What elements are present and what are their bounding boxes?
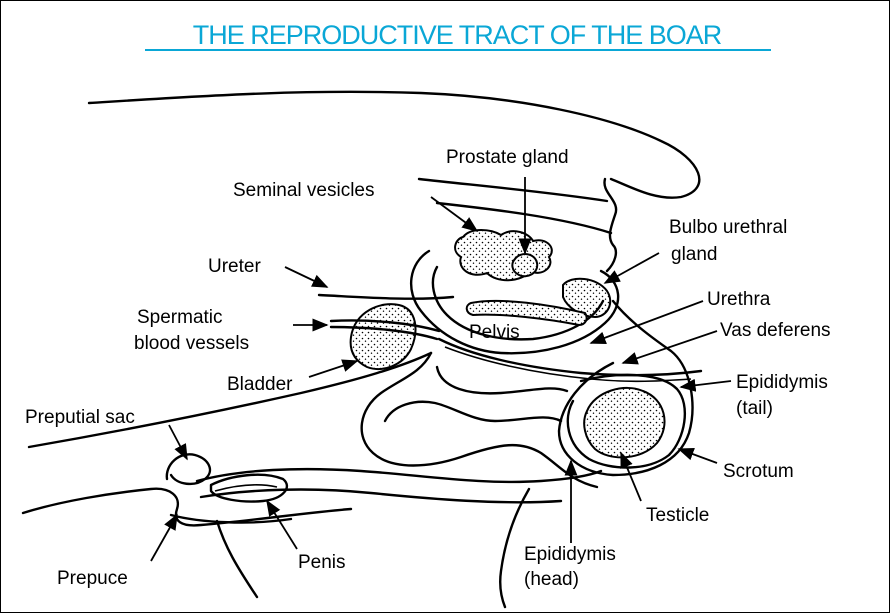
arrow-seminal xyxy=(431,197,477,231)
rectum-end xyxy=(604,179,616,271)
prepuce-line xyxy=(23,489,351,526)
label-testicle: Testicle xyxy=(646,505,709,526)
ureter-line xyxy=(319,295,453,299)
label-preputial-sac: Preputial sac xyxy=(25,407,135,428)
label-spermatic-1: Spermatic xyxy=(137,307,223,328)
label-vas-deferens: Vas deferens xyxy=(720,320,831,341)
label-bladder: Bladder xyxy=(227,374,293,395)
label-epididymis-tail-2: (tail) xyxy=(736,398,773,419)
penis-tip xyxy=(211,475,287,502)
label-prepuce: Prepuce xyxy=(57,568,128,589)
seminal-vesicles-shape xyxy=(455,230,552,280)
label-bulbo-urethral-1: Bulbo urethral xyxy=(669,217,787,238)
label-urethra: Urethra xyxy=(707,289,771,310)
arrow-vas-deferens xyxy=(623,331,717,363)
label-prostate-gland: Prostate gland xyxy=(446,147,569,168)
prepuce-lower xyxy=(171,515,291,522)
arrow-preputial-sac xyxy=(169,425,187,459)
label-epididymis-head-1: Epididymis xyxy=(524,544,616,565)
testicle-shape xyxy=(584,388,664,457)
hind-leg-line xyxy=(217,521,257,597)
label-bulbo-urethral-2: gland xyxy=(671,244,718,265)
arrow-ureter xyxy=(285,267,327,287)
label-scrotum: Scrotum xyxy=(723,461,794,482)
label-spermatic-2: blood vessels xyxy=(134,333,249,354)
arrow-bulbo xyxy=(605,253,659,283)
label-penis: Penis xyxy=(298,552,346,573)
label-seminal-vesicles: Seminal vesicles xyxy=(233,180,375,201)
arrow-prepuce xyxy=(151,515,177,561)
back-outline xyxy=(89,92,699,198)
diagram-title: THE REPRODUCTIVE TRACT OF THE BOAR xyxy=(193,20,722,50)
label-ureter: Ureter xyxy=(208,256,261,277)
label-epididymis-head-2: (head) xyxy=(524,569,579,590)
rectum-line xyxy=(419,179,611,233)
bladder-shape xyxy=(351,304,416,369)
prostate-gland-shape xyxy=(512,254,537,276)
sigmoid-inner-2 xyxy=(385,402,561,421)
arrow-testicle xyxy=(621,453,641,501)
sigmoid-inner xyxy=(437,367,567,393)
preputial-sac-shape xyxy=(167,454,210,484)
label-epididymis-tail-1: Epididymis xyxy=(736,372,828,393)
arrow-bladder xyxy=(309,361,357,377)
arrow-penis xyxy=(267,501,297,549)
arrow-scrotum xyxy=(679,449,717,463)
label-pelvis: Pelvis xyxy=(469,322,520,343)
